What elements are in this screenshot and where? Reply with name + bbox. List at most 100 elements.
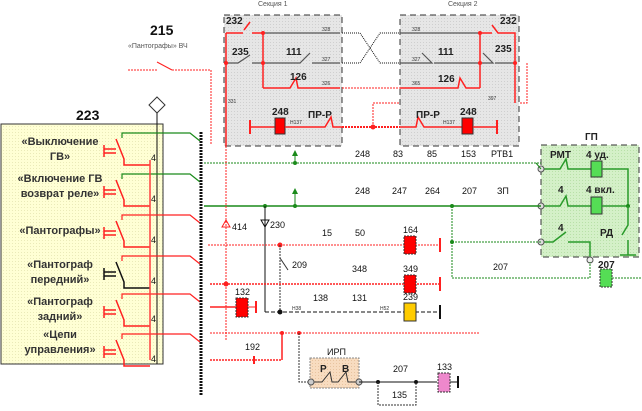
button-label: «Пантографы» (19, 225, 100, 237)
panel-button-2[interactable]: «Включение ГВ возврат реле» (18, 173, 103, 200)
button-label: «Пантограф (27, 296, 93, 308)
coil-132 (235, 297, 249, 318)
panel-button-3[interactable]: «Пантографы» (19, 225, 100, 237)
pin-number: 4 (151, 354, 156, 364)
contact-235: 235 (232, 47, 249, 58)
wire (451, 242, 591, 279)
pin-number: 4 (151, 235, 156, 245)
pin-number: 4 (151, 276, 156, 286)
contact-label: 138 (313, 293, 328, 303)
pin-number: 4 (151, 194, 156, 204)
red-row-bottom: 192 (210, 331, 480, 383)
push-button-symbol (103, 138, 150, 166)
coil-207-label: 207 (598, 260, 615, 271)
irp-title: ИРП (327, 347, 346, 357)
wire-label: 328 (412, 27, 421, 33)
contact-rmt: РМТ (550, 150, 571, 161)
red-row-2: 348 349 (210, 264, 441, 294)
red-row-1: 15 50 164 209 (208, 225, 441, 312)
contact-235-111-symbols (226, 52, 340, 64)
contact-235: 235 (495, 44, 512, 55)
contact-111: 111 (286, 47, 302, 58)
wire-label: 327 (412, 57, 421, 63)
wire-label: Н137 (443, 120, 455, 126)
contact-label: 248 (355, 149, 370, 159)
section-1: Секция 1 232 328 235 111 327 331 126 326… (223, 1, 343, 147)
arrow-up-icon (292, 150, 298, 156)
contact-209-blade (279, 257, 289, 271)
contact-232: 232 (500, 16, 517, 27)
wire (121, 214, 201, 224)
button-label: управления» (24, 344, 95, 356)
contact-label: 348 (352, 264, 367, 274)
button-label: «Выключение (21, 136, 98, 148)
arrow-up-icon (292, 188, 298, 194)
contact-label: ЗП (497, 186, 509, 196)
irp-box (309, 357, 360, 389)
wire-label: 328 (322, 27, 331, 33)
wire-label: 326 (322, 81, 331, 87)
panel-button-5[interactable]: «Пантограф задний» (27, 296, 93, 323)
contact-pr-r: ПР-Р (416, 110, 440, 121)
contact-pr-r-symbol (285, 114, 342, 128)
wire-label: 397 (488, 96, 497, 102)
push-button-symbol (103, 179, 150, 207)
contact-4-symbol (541, 193, 591, 207)
contact-126-symbol (263, 75, 340, 89)
contact-192-label: 192 (245, 342, 260, 352)
diode-414-icon (221, 218, 231, 228)
section-2: Секция 2 232 328 111 235 327 126 365 397… (399, 1, 520, 147)
junction (450, 240, 454, 244)
wire (342, 32, 400, 64)
contact-209-label: 209 (292, 260, 307, 270)
diode-230-label: 230 (270, 220, 285, 230)
wire (535, 162, 542, 170)
diamond-connector-icon (148, 96, 166, 114)
contact-rd-symbol (620, 206, 636, 256)
panel-button-1[interactable]: «Выключение ГВ» (21, 136, 98, 163)
coil-207 (599, 268, 613, 288)
contact-label: РТВ1 (491, 149, 513, 159)
contact-label: 85 (427, 149, 437, 159)
coil-133 (437, 372, 451, 393)
contact-label: 15 (322, 228, 332, 238)
coil-239 (403, 302, 417, 322)
coil-248-label: 248 (460, 107, 477, 118)
contact-r: Р (320, 364, 327, 375)
switch-215: 215 «Пантографы» ВЧ (128, 22, 212, 145)
contact-label: 131 (352, 293, 367, 303)
pin-number: 4 (151, 153, 156, 163)
coil-4-ud (590, 160, 603, 178)
wire (121, 255, 201, 265)
contact-207-label: 207 (393, 364, 408, 374)
coil-132-group: 132 (210, 287, 257, 318)
coil-133-label: 133 (437, 362, 452, 372)
contact-label: 207 (462, 186, 477, 196)
contact-232: 232 (226, 16, 243, 27)
wire (451, 206, 541, 243)
junction (223, 281, 229, 287)
contact-pr-r: ПР-Р (308, 110, 332, 121)
wire-label: Н137 (290, 120, 302, 126)
coil-349 (403, 274, 417, 294)
diode-230-icon (260, 219, 270, 229)
wire (602, 168, 629, 206)
contact-rmt-symbol (541, 156, 591, 170)
switch-215-blade (156, 61, 173, 71)
contact-126: 126 (290, 72, 307, 83)
contact-111-235-symbols (400, 52, 515, 64)
contact-label: 153 (461, 149, 476, 159)
contact-label: 264 (425, 186, 440, 196)
panel-button-6[interactable]: «Цепи управления» (24, 329, 95, 356)
contact-135-label: 135 (392, 390, 407, 400)
push-button-symbol (103, 220, 150, 248)
panel-button-4[interactable]: «Пантограф передний» (27, 259, 93, 286)
button-label: «Включение ГВ (18, 173, 103, 185)
coil-4-vkl (590, 196, 603, 215)
irp-contacts-symbol (311, 370, 359, 383)
switch-215-caption: «Пантографы» ВЧ (128, 43, 188, 50)
contact-4-lower-symbol (541, 231, 591, 258)
wire (121, 173, 201, 183)
